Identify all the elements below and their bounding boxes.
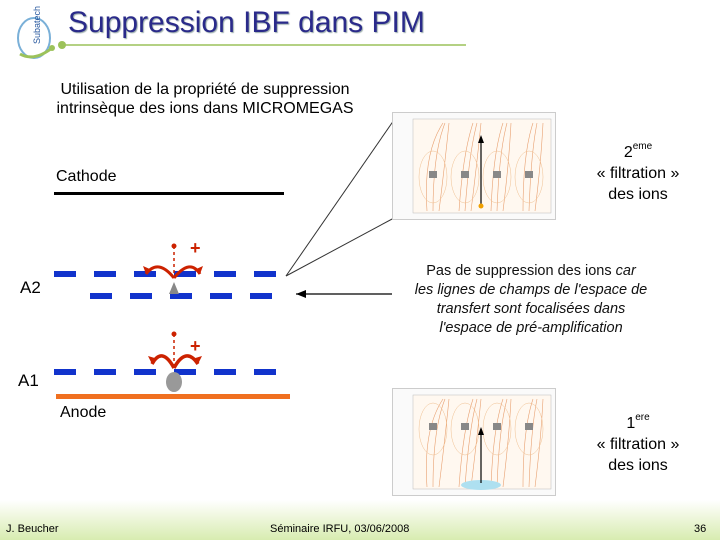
second-filtration-note: 2eme « filtration » des ions bbox=[588, 142, 688, 205]
cathode-electrode bbox=[54, 192, 284, 195]
plus-sign-lower: + bbox=[190, 336, 201, 356]
subtitle-line-1: Utilisation de la propriété de suppressi… bbox=[60, 81, 350, 98]
cathode-label: Cathode bbox=[56, 168, 117, 185]
first-filtration-line2: « filtration » bbox=[596, 436, 680, 453]
plus-sign-upper: + bbox=[190, 238, 201, 258]
anode-electrode bbox=[56, 394, 290, 399]
anode-label: Anode bbox=[60, 404, 107, 421]
footer-event: Séminaire IRFU, 03/06/2008 bbox=[270, 523, 410, 535]
subtitle: Utilisation de la propriété de suppressi… bbox=[30, 80, 380, 118]
slide-title: Suppression IBF dans PIM bbox=[68, 6, 425, 39]
suppression-note-line4: l'espace de pré-amplification bbox=[439, 320, 623, 336]
second-filtration-line2: « filtration » bbox=[596, 165, 680, 182]
field-simulation-lower bbox=[392, 388, 556, 496]
logo-text: Subatech bbox=[32, 6, 42, 44]
subtitle-line-2: intrinsèque des ions dans MICROMEGAS bbox=[56, 100, 354, 117]
footer-bar bbox=[0, 500, 720, 540]
field-simulation-upper bbox=[392, 112, 556, 220]
suppression-note-line1: Pas de suppression des ions car bbox=[426, 263, 636, 279]
a2-label: A2 bbox=[20, 278, 41, 297]
second-filtration-ordinal: 2eme bbox=[623, 141, 653, 162]
ion-lower bbox=[148, 331, 202, 392]
first-filtration-line3: des ions bbox=[608, 457, 668, 474]
second-filtration-line3: des ions bbox=[608, 186, 668, 203]
subatech-logo: Subatech bbox=[12, 4, 62, 64]
ion-upper bbox=[143, 243, 203, 294]
first-filtration-note: 1ere « filtration » des ions bbox=[588, 413, 688, 476]
suppression-note-line2: les lignes de champs de l'espace de bbox=[414, 282, 648, 298]
first-filtration-ordinal: 1ere bbox=[626, 412, 650, 433]
mesh-a2 bbox=[54, 271, 290, 299]
suppression-note: Pas de suppression des ions car les lign… bbox=[396, 262, 666, 338]
page-number: 36 bbox=[694, 523, 707, 535]
footer-author: J. Beucher bbox=[6, 523, 59, 535]
a1-label: A1 bbox=[18, 371, 39, 390]
title-underline bbox=[58, 41, 466, 49]
suppression-note-line3: transfert sont focalisées dans bbox=[436, 301, 626, 317]
